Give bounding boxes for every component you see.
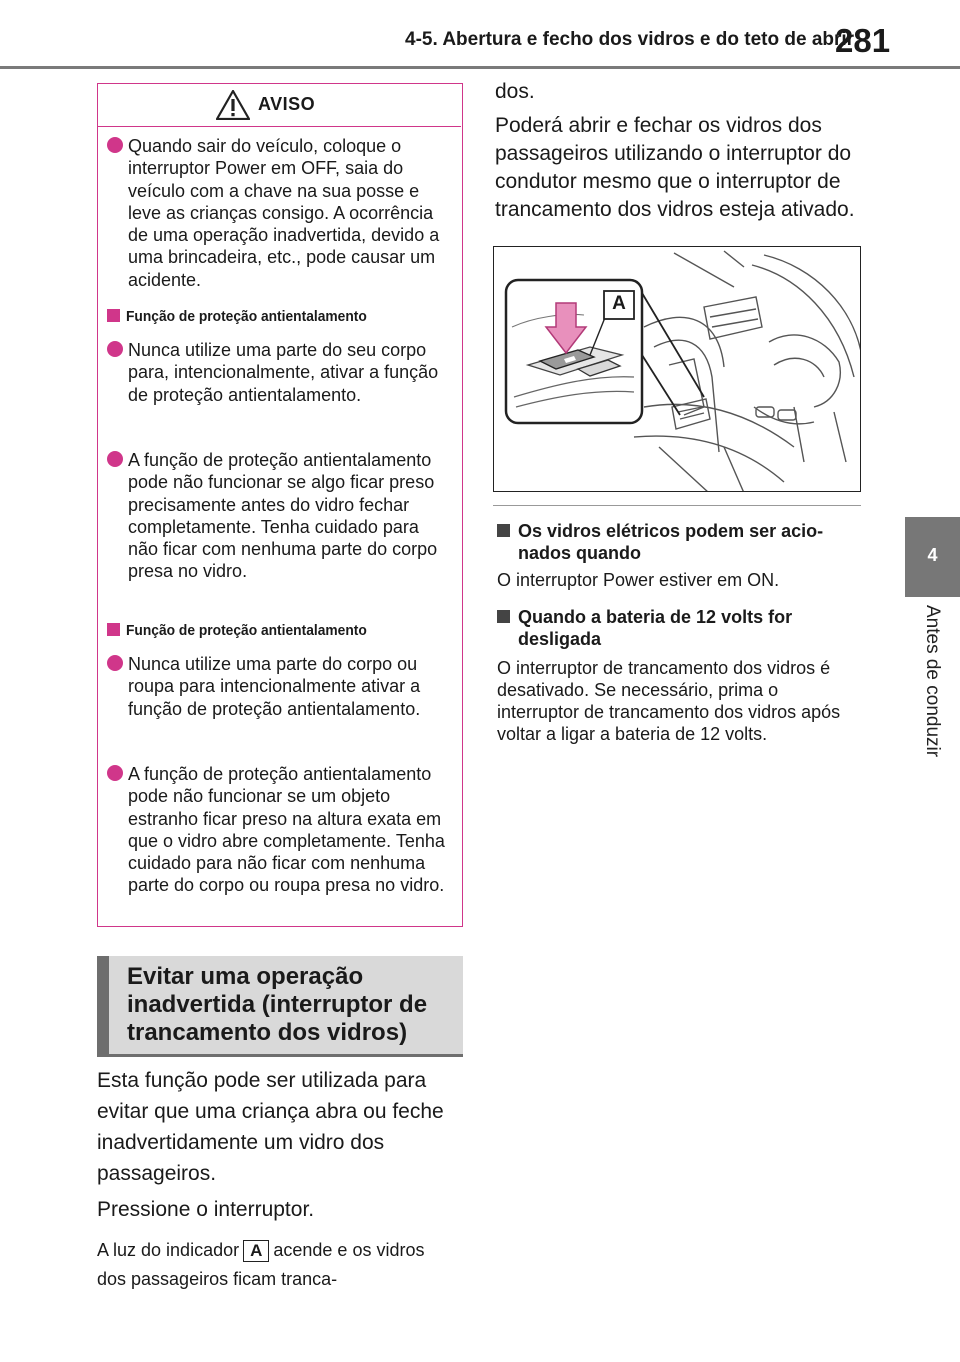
chapter-number: 4 bbox=[927, 545, 938, 565]
square-bullet-icon bbox=[107, 623, 120, 636]
bullet-icon bbox=[107, 655, 123, 671]
warning-item: Quando sair do veículo, coloque o interr… bbox=[107, 135, 452, 291]
section-heading-box: Evitar uma operação inadvertida (interru… bbox=[97, 956, 463, 1055]
section-heading-rule bbox=[97, 1054, 463, 1057]
window-lock-switch-figure: A bbox=[493, 246, 861, 492]
page-number: 281 bbox=[835, 22, 891, 59]
square-bullet-icon bbox=[107, 309, 120, 322]
bullet-icon bbox=[107, 341, 123, 357]
warning-header: AVISO bbox=[98, 84, 461, 127]
warning-subheading: Função de proteção antientalamento bbox=[107, 622, 457, 639]
note-heading: Quando a bateria de 12 volts for desliga… bbox=[497, 606, 865, 650]
warning-triangle-icon bbox=[216, 90, 250, 120]
bullet-icon bbox=[107, 137, 123, 153]
section-heading: Evitar uma operação inadvertida (interru… bbox=[127, 963, 428, 1046]
square-bullet-icon bbox=[497, 524, 510, 537]
body-paragraph: dos. bbox=[495, 80, 535, 103]
bullet-icon bbox=[107, 765, 123, 781]
warning-item: Nunca utilize uma parte do seu corpo par… bbox=[107, 339, 452, 406]
chapter-title: Antes de conduzir bbox=[922, 605, 943, 758]
bullet-icon bbox=[107, 451, 123, 467]
chapter-tab bbox=[905, 517, 960, 597]
callout-label: A bbox=[612, 293, 626, 314]
section-title: 4-5. Abertura e fecho dos vidros e do te… bbox=[405, 29, 855, 50]
figure-rule bbox=[493, 505, 861, 506]
body-paragraph: Pressione o interruptor. bbox=[97, 1198, 315, 1221]
square-bullet-icon bbox=[497, 610, 510, 623]
indicator-label: A bbox=[243, 1240, 270, 1262]
note-text: O interruptor de trancamento dos vidros … bbox=[497, 658, 841, 744]
warning-subheading: Função de proteção antientalamento bbox=[107, 308, 457, 325]
body-paragraph: Poderá abrir e fechar os vidros dos pass… bbox=[495, 114, 855, 221]
warning-item: A função de proteção antientala­mento po… bbox=[107, 449, 452, 583]
note-heading: Os vidros elétricos podem ser acio­nados… bbox=[497, 520, 865, 564]
door-switch-illustration bbox=[504, 250, 860, 491]
warning-item: Nunca utilize uma parte do corpo ou roup… bbox=[107, 653, 452, 720]
warning-box: AVISO Quando sair do veículo, coloque o … bbox=[97, 83, 463, 927]
warning-item: A função de proteção antientala­mento po… bbox=[107, 763, 452, 897]
warning-title: AVISO bbox=[258, 94, 316, 114]
body-paragraph: Esta função pode ser utilizada para evit… bbox=[97, 1069, 444, 1185]
note-text: O interruptor Power estiver em ON. bbox=[497, 570, 780, 590]
header-divider bbox=[0, 66, 960, 69]
